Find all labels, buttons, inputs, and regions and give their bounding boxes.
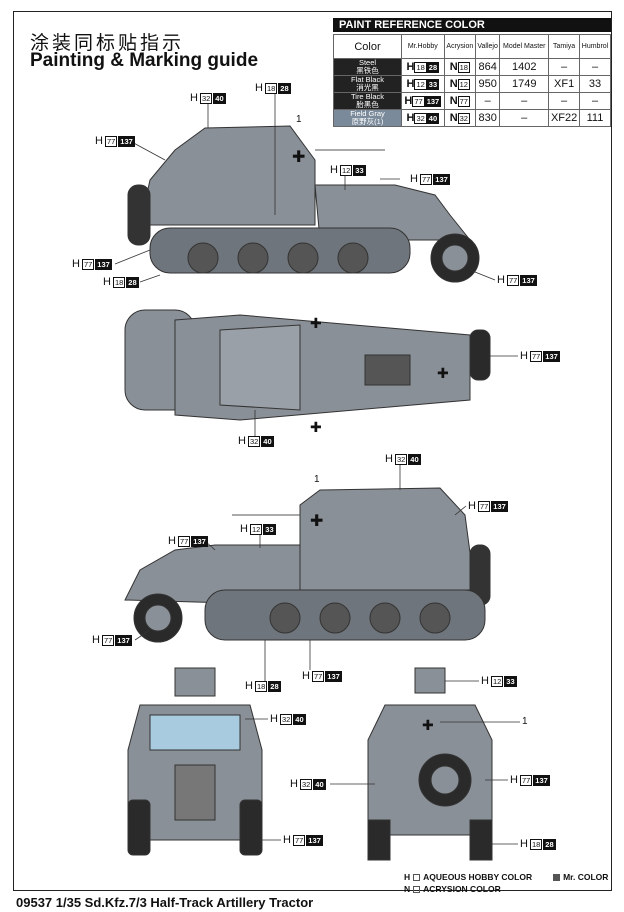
humbrol-cell: 111 <box>579 109 611 127</box>
svg-text:✚: ✚ <box>310 513 323 530</box>
model-master-cell: – <box>499 109 550 127</box>
column-header: Humbrol <box>579 34 611 59</box>
legend-h-letter: H <box>404 872 411 882</box>
model-master-cell: 1749 <box>499 75 550 93</box>
filled-square-icon <box>553 874 561 882</box>
top-view: ✚ ✚ ✚ <box>124 309 491 435</box>
legend-acrysion: ACRYSION COLOR <box>423 884 501 894</box>
decal-number-label: 1 <box>522 716 528 727</box>
rear-view: ✚ <box>367 667 493 861</box>
page-title: Painting & Marking guide <box>30 50 259 71</box>
legend-n-letter: N <box>404 884 411 894</box>
svg-text:✚: ✚ <box>310 315 322 331</box>
legend-aqueous: AQUEOUS HOBBY COLOR <box>423 872 533 882</box>
side-view-right: ✚ <box>124 487 491 643</box>
column-header: Acrysion <box>443 34 477 59</box>
product-title: 09537 1/35 Sd.Kfz.7/3 Half-Track Artille… <box>16 895 314 910</box>
svg-text:✚: ✚ <box>437 365 449 381</box>
decal-number-label: 1 <box>296 114 302 125</box>
decal-number-label: 1 <box>314 474 320 485</box>
svg-text:✚: ✚ <box>422 717 434 733</box>
color-legend: H AQUEOUS HOBBY COLOR Mr. COLOR N ACRYSION… <box>404 871 608 895</box>
svg-text:✚: ✚ <box>310 419 322 435</box>
column-header: Vallejo <box>475 34 501 59</box>
empty-square-icon <box>413 886 421 894</box>
side-view-left: ✚ <box>127 125 480 283</box>
column-header: Color <box>333 34 402 59</box>
front-view <box>127 667 263 856</box>
page-frame <box>13 11 612 891</box>
legend-mr-color: Mr. COLOR <box>563 872 609 882</box>
paint-table-heading: PAINT REFERENCE COLOR <box>333 18 611 32</box>
title-chinese: 涂装同标贴指示 <box>30 32 185 54</box>
empty-square-icon <box>413 874 421 882</box>
svg-text:✚: ✚ <box>292 149 305 166</box>
tamiya-cell: XF22 <box>548 109 580 127</box>
vallejo-cell: 830 <box>475 109 501 127</box>
